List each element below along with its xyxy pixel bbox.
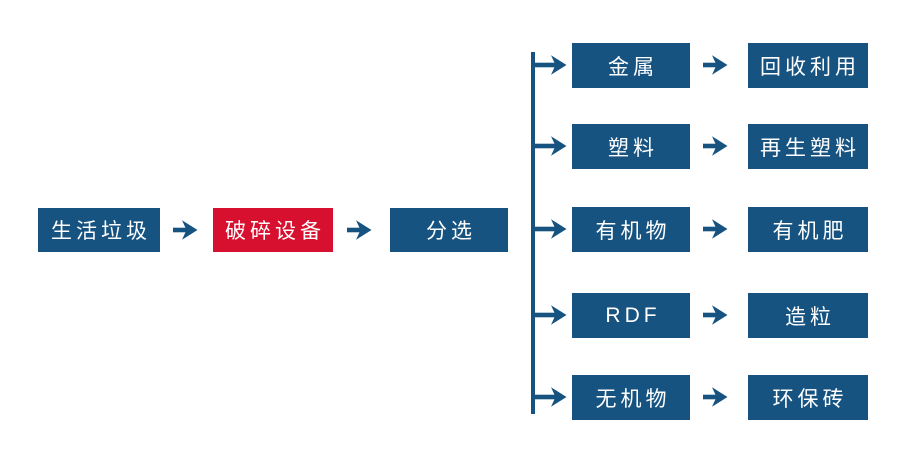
arrow-right-icon: [703, 53, 729, 77]
branch-row: 金属 回收利用: [0, 43, 900, 88]
arrow-right-icon: [703, 134, 729, 158]
arrow-right-icon: [703, 217, 729, 241]
arrow-right-icon: [531, 385, 568, 409]
branch-material-box: 有机物: [572, 207, 690, 252]
branch-material-box: 塑料: [572, 124, 690, 169]
arrow-right-icon: [531, 134, 568, 158]
branch-material-box: 无机物: [572, 375, 690, 420]
branch-row: 塑料 再生塑料: [0, 124, 900, 169]
branch-output-box: 造粒: [748, 293, 868, 338]
node-crushing-equipment: 破碎设备: [213, 208, 333, 252]
branch-connector-line: [531, 52, 535, 414]
branch-row: RDF 造粒: [0, 293, 900, 338]
arrow-right-icon: [531, 303, 568, 327]
node-sorting: 分选: [390, 208, 508, 252]
branch-material-box: RDF: [572, 293, 690, 338]
arrow-right-icon: [531, 53, 568, 77]
node-household-waste: 生活垃圾: [38, 208, 160, 252]
arrow-right-icon: [703, 303, 729, 327]
arrow-right-icon: [703, 385, 729, 409]
branch-output-box: 再生塑料: [748, 124, 868, 169]
branch-output-box: 回收利用: [748, 43, 868, 88]
branch-row: 有机物 有机肥: [0, 207, 900, 252]
branch-output-box: 有机肥: [748, 207, 868, 252]
arrow-right-icon: [173, 218, 199, 242]
branch-output-box: 环保砖: [748, 375, 868, 420]
branch-row: 无机物 环保砖: [0, 375, 900, 420]
branch-material-box: 金属: [572, 43, 690, 88]
arrow-right-icon: [347, 218, 373, 242]
arrow-right-icon: [531, 217, 568, 241]
